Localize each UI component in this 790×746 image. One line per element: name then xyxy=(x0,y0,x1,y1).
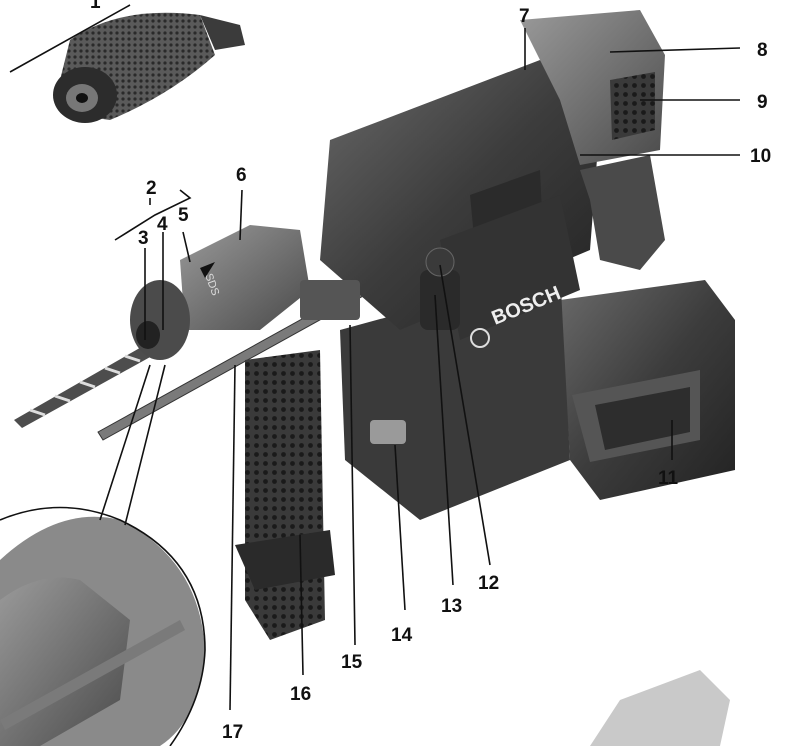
housing: BOSCH xyxy=(320,10,665,520)
mode-selector-switch xyxy=(420,247,460,330)
keyless-chuck xyxy=(53,12,245,123)
callout-10: 10 xyxy=(750,146,771,167)
callout-12: 12 xyxy=(478,573,499,594)
leader-lines xyxy=(9,4,741,711)
callout-4: 4 xyxy=(157,214,168,235)
depth-stop-clamp xyxy=(300,280,360,320)
callout-labels: 1 2 3 4 5 6 7 8 9 10 11 12 13 14 15 16 1… xyxy=(90,0,771,743)
work-light xyxy=(370,420,406,444)
callout-6: 6 xyxy=(236,165,247,186)
callout-3: 3 xyxy=(138,228,149,249)
callout-17: 17 xyxy=(222,722,243,743)
battery-pack xyxy=(560,280,735,500)
callout-16: 16 xyxy=(290,684,311,705)
callout-13: 13 xyxy=(441,596,462,617)
callout-1: 1 xyxy=(90,0,101,13)
callout-11: 11 xyxy=(658,468,679,489)
callout-9: 9 xyxy=(757,92,768,113)
detail-magnifier xyxy=(0,364,206,746)
partial-drill-preview xyxy=(590,670,730,746)
drill-bit xyxy=(14,345,152,428)
auxiliary-handle xyxy=(235,350,335,640)
callout-15: 15 xyxy=(341,652,363,673)
callout-5: 5 xyxy=(178,205,189,226)
callout-2: 2 xyxy=(146,178,157,199)
callout-14: 14 xyxy=(391,625,413,646)
callout-8: 8 xyxy=(757,40,768,61)
callout-7: 7 xyxy=(519,6,530,27)
